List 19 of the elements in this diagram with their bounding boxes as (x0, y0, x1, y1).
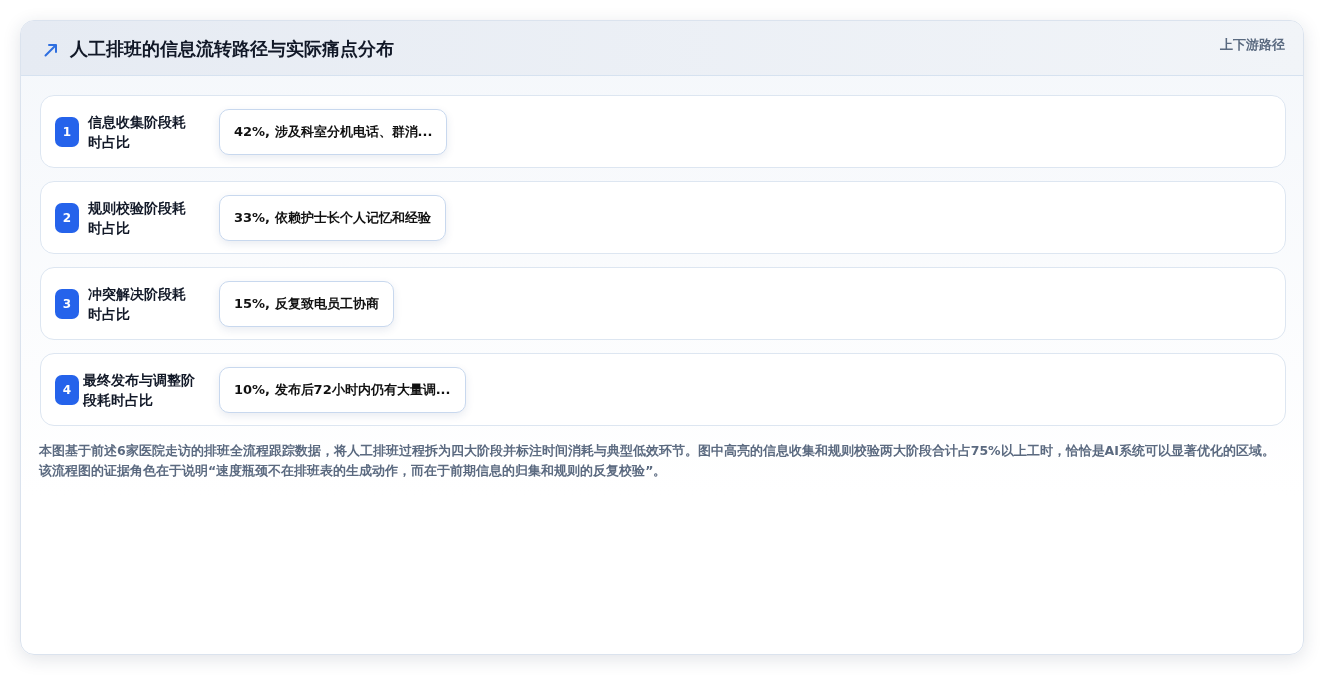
diagram-title: 人工排班的信息流转路径与实际痛点分布 (70, 37, 394, 61)
step-badge: 3 (55, 289, 79, 319)
caption: 本图基于前述6家医院走访的排班全流程跟踪数据，将人工排班过程拆为四大阶段并标注时间消耗与典型低效环节。图中高亮的信息收集和规则校验两大阶段合计占75%以上工时，恰恰是AI系统可以显著优化的区域。该流程图的证据角色在于说明“速度瓶颈不在排班表的生成动作，而在于前期信息的归集和规则的反复校验”。 (39, 442, 1276, 480)
stage-label: 规则校验阶段耗时占比 (88, 199, 187, 238)
stage-row (40, 267, 1286, 340)
step-badge: 1 (55, 117, 79, 147)
stage-label: 冲突解决阶段耗时占比 (88, 285, 187, 324)
stage-label: 信息收集阶段耗时占比 (88, 113, 187, 152)
stage-label: 最终发布与调整阶段耗时占比 (83, 371, 196, 410)
stage-row (40, 95, 1286, 168)
stage-row (40, 181, 1286, 254)
stat-box: 10%, 发布后72小时内仍有大量调... (219, 367, 466, 413)
header-note: 上下游路径 (1220, 36, 1285, 54)
stage-row (40, 353, 1286, 426)
step-badge: 2 (55, 203, 79, 233)
step-badge: 4 (55, 375, 79, 405)
stat-box: 15%, 反复致电员工协商 (219, 281, 394, 327)
stat-box: 42%, 涉及科室分机电话、群消... (219, 109, 448, 155)
stat-box: 33%, 依赖护士长个人记忆和经验 (219, 195, 446, 241)
